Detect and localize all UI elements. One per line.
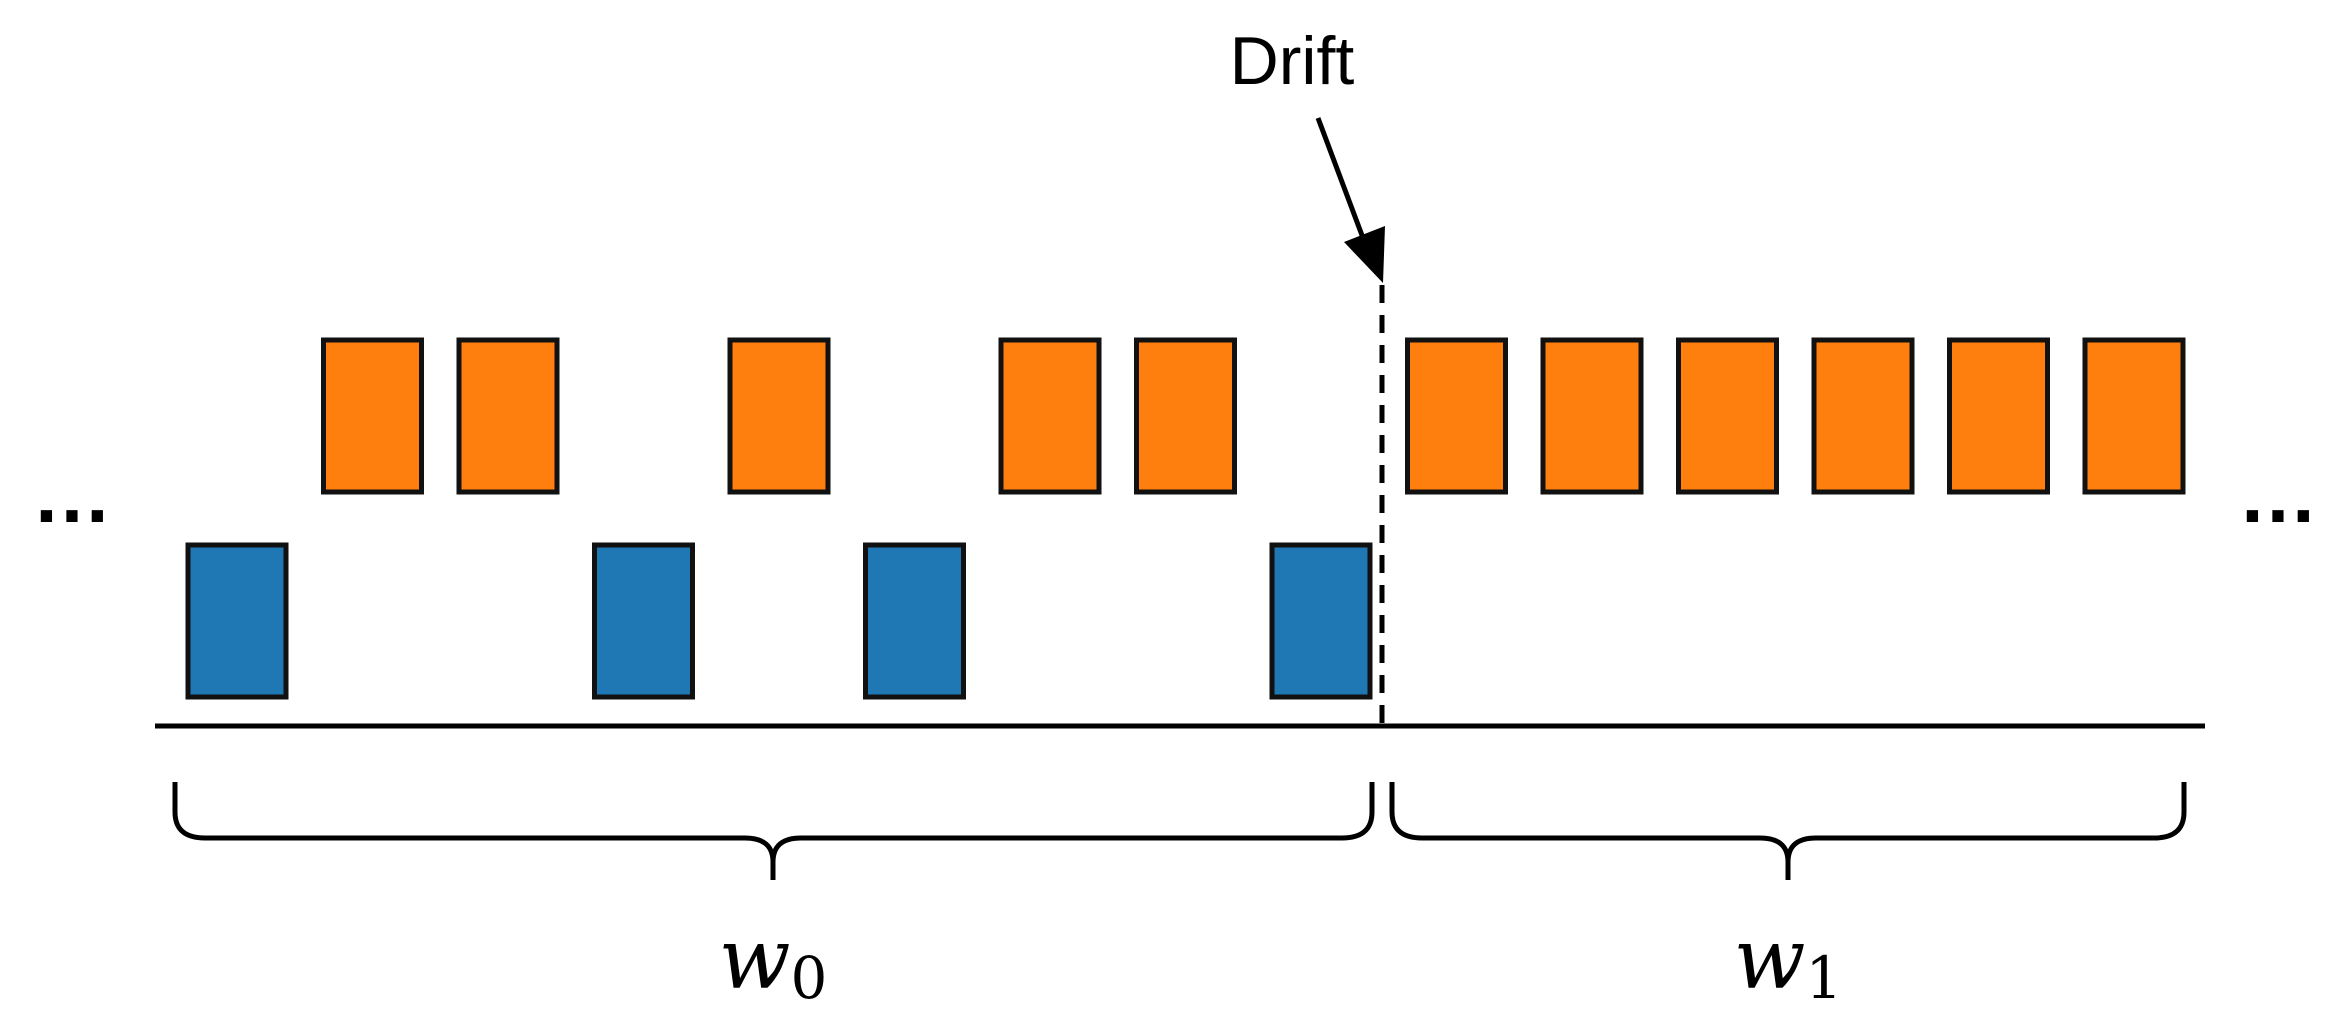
blue-sample-block bbox=[1269, 542, 1373, 700]
window-1-label: w1 bbox=[1734, 910, 1843, 1012]
orange-sample-block bbox=[2082, 337, 2186, 495]
blue-sample-block bbox=[592, 542, 695, 700]
orange-sample-block bbox=[1676, 337, 1779, 495]
orange-sample-block bbox=[1947, 337, 2050, 495]
window-0-name: w bbox=[719, 910, 791, 1008]
ellipsis-left: … bbox=[32, 450, 112, 539]
blue-sample-block bbox=[863, 542, 966, 700]
orange-sample-block bbox=[1540, 337, 1644, 495]
ellipsis-right: … bbox=[2238, 450, 2318, 539]
window-1-subscript: 1 bbox=[1806, 944, 1843, 1012]
orange-sample-block bbox=[1811, 337, 1915, 495]
orange-sample-block bbox=[727, 337, 831, 495]
window-1-brace bbox=[1389, 782, 2187, 880]
window-1-name: w bbox=[1734, 910, 1806, 1008]
window-0-subscript: 0 bbox=[791, 944, 828, 1012]
orange-sample-block bbox=[998, 337, 1102, 495]
orange-sample-block bbox=[1405, 337, 1508, 495]
orange-sample-block bbox=[456, 337, 560, 495]
orange-sample-block bbox=[321, 337, 424, 495]
sample-blocks bbox=[185, 337, 2186, 700]
orange-sample-block bbox=[1134, 337, 1237, 495]
window-0-brace bbox=[172, 782, 1375, 880]
drift-arrow bbox=[1315, 117, 1385, 283]
window-0-label: w0 bbox=[719, 910, 828, 1012]
drift-label: Drift bbox=[1230, 23, 1355, 99]
blue-sample-block bbox=[185, 542, 289, 700]
